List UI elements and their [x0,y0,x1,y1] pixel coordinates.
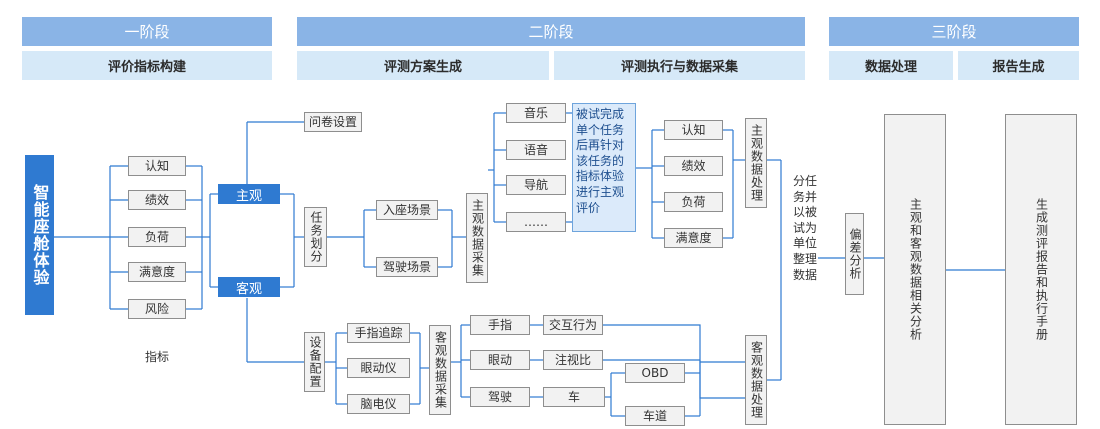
organize-note: 分任务并以被试为单位整理数据 [792,174,817,282]
task-music: 音乐 [506,103,566,123]
correlation-node: 主观和客观数据相关分析 [884,114,946,425]
task-navigation: 导航 [506,175,566,195]
report-gen-header: 报告生成 [958,51,1079,80]
indicator-build-header: 评价指标构建 [22,51,272,80]
subjective-metric-satisfaction: 满意度 [664,228,723,248]
indicator-satisfaction: 满意度 [128,262,186,282]
data-proc-header: 数据处理 [829,51,953,80]
objective-source-eye: 眼动 [470,350,530,370]
report-node: 生成测评报告和执行手册 [1005,114,1077,425]
questionnaire-node: 问卷设置 [304,112,362,132]
device-eeg: 脑电仪 [347,394,410,414]
scene-driving: 驾驶场景 [376,257,438,277]
objective-collect-node: 客观数据采集 [429,325,451,415]
objective-source-driving: 驾驶 [470,387,530,407]
phase-1-header: 一阶段 [22,17,272,46]
indicator-caption: 指标 [144,350,169,364]
vehicle-lane: 车道 [625,406,685,426]
measure-vehicle: 车 [543,387,605,407]
objective-process-node: 客观数据处理 [745,335,767,425]
plan-gen-header: 评测方案生成 [297,51,549,80]
task-division-node: 任务划分 [304,207,327,267]
subjective-collect-node: 主观数据采集 [466,193,488,283]
subjective-metric-performance: 绩效 [664,156,723,176]
device-config-node: 设备配置 [304,332,325,392]
subjective-metric-cognition: 认知 [664,120,723,140]
subjective-eval-note: 被试完成单个任务后再针对该任务的指标体验进行主观评价 [572,103,636,232]
bias-analysis-node: 偏差分析 [845,213,864,295]
measure-gaze-ratio: 注视比 [543,350,603,370]
task-more: …… [506,212,566,232]
vehicle-obd: OBD [625,363,685,383]
indicator-performance: 绩效 [128,190,186,210]
phase-2-header: 二阶段 [297,17,805,46]
objective-source-finger: 手指 [470,315,530,335]
exec-collect-header: 评测执行与数据采集 [554,51,805,80]
device-finger-tracking: 手指追踪 [347,323,410,343]
subjective-tag: 主观 [218,184,280,204]
indicator-risk: 风险 [128,299,186,319]
subjective-metric-load: 负荷 [664,192,723,212]
task-voice: 语音 [506,140,566,160]
indicator-cognition: 认知 [128,156,186,176]
phase-3-header: 三阶段 [829,17,1079,46]
device-eye-tracker: 眼动仪 [347,358,410,378]
subjective-process-node: 主观数据处理 [745,118,767,208]
indicator-load: 负荷 [128,227,186,247]
objective-tag: 客观 [218,277,280,297]
smart-cockpit-experience-node: 智能座舱体验 [25,155,54,315]
scene-seating: 入座场景 [376,200,438,220]
measure-interaction: 交互行为 [543,315,603,335]
